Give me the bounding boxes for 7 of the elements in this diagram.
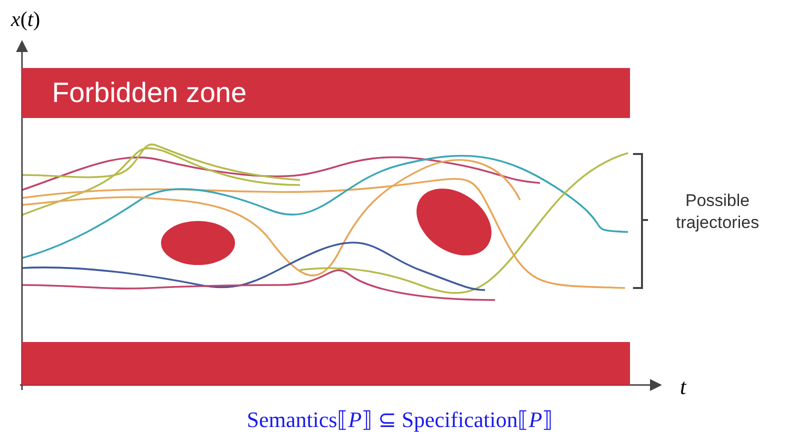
axis-label: t: [680, 373, 686, 401]
zone-label: Forbidden zone: [52, 76, 247, 110]
forbidden-zone-band: [22, 342, 630, 385]
bracket-label: Possible trajectories: [674, 190, 760, 234]
axis-label: x(t): [11, 6, 40, 33]
caption: Semantics⟦P⟧ ⊆ Specification⟦P⟧: [246, 406, 554, 434]
forbidden-zone-band: [22, 68, 630, 118]
